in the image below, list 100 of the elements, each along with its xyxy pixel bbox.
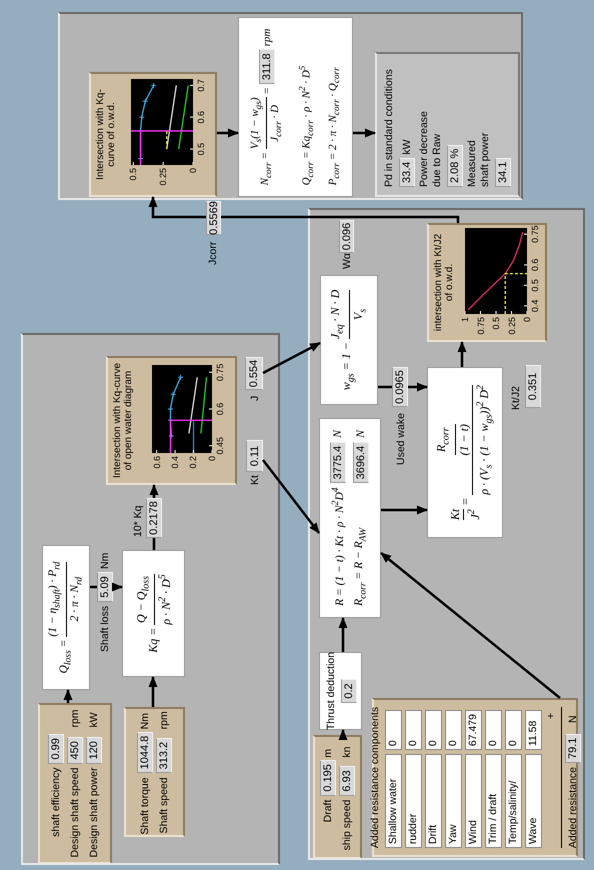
table-cell: Wind [465,754,482,848]
value-display: 311.8 [258,49,275,84]
arrow [458,341,466,367]
field-label: Added resistance [566,767,580,848]
axis-tick-label: 0.6 [152,456,162,471]
value-display: 0.096 [339,220,354,253]
value-display: 0.2 [340,679,356,703]
arrow [408,382,428,392]
value-display: 313.2 [156,738,172,774]
table-cell: Yaw [445,754,462,848]
value-display: 450 [67,737,83,764]
value-display: 34.1 [495,158,511,187]
field-label: 10* Kq [132,505,145,537]
field-label: J [249,396,262,401]
formula-text: N [354,430,368,438]
value-display: 0.195 [320,760,336,796]
value-display: 1044.8 [137,732,153,774]
chart-title: Intersection with Kq-curve of o.w.d. [95,88,117,182]
resistance-table-panel [372,698,578,856]
value-display: 0.11 [246,440,263,472]
field-label: kn [340,746,354,758]
field-label: Kt [249,475,262,485]
table-cell: Shallow water [385,754,402,848]
field-label: Nm [138,712,152,730]
chart-panel [89,72,217,197]
field-label: Pd in standard conditions [383,69,396,187]
formula-box [122,550,185,677]
field-label: Kt/J2 [510,386,523,410]
arrow [112,582,123,592]
parameter-box [319,652,362,730]
axis-tick-label: 0.5 [530,278,540,294]
input-panel [38,703,112,861]
axis-tick-label: 0.75 [530,224,540,245]
axis-tick-label: 0.4 [530,298,540,314]
axis-tick-label: 0.25 [158,168,168,188]
value-display: 3775.4 [330,442,346,484]
axis-tick-label: 0.5 [128,168,138,183]
formula-text: (1 − t) [454,424,472,456]
value-display: 0.0965 [392,367,408,407]
table-cell: 11.58 [525,710,542,750]
arrow [217,128,239,138]
output-panel [375,52,518,197]
input-panel [124,707,185,837]
value-display: 6.93 [339,766,355,796]
field-label: Shaft torque [138,777,152,835]
table-cell: Trim / draft [485,754,502,848]
axis-tick-label: 0.75 [215,362,225,384]
input-panel [313,735,362,856]
axis-tick-label: 0.6 [530,258,540,274]
chart-title: intersection with Kt/J2 of o.w.d. [433,232,455,334]
axis-tick-label: 0 [207,456,217,464]
field-label: m [322,748,334,758]
field-label: kW [88,711,100,728]
axis-tick-label: 0.25 [506,317,516,337]
field-label: Used wake [395,413,408,465]
value-display: 120 [86,737,102,764]
axis-tick-label: 0.75 [476,317,486,337]
arrow [64,689,72,703]
formula-box [319,418,381,618]
value-display: 0.351 [525,365,541,408]
formula-box [42,545,90,690]
arrow [381,506,428,514]
arrow [380,552,561,699]
field-label: Design shaft power [88,768,100,858]
field-label: Thrust deduction [324,652,338,730]
chart-title: Intersection with Kq-curve of open water diagram [112,362,134,479]
group-panel [58,12,523,200]
field-label: Shaft loss [99,606,112,652]
value-display: 33.4 [399,158,415,187]
axis-tick-label: 0 [188,168,198,176]
axis-tick-label: 0.6 [215,402,225,418]
field-label: shaft efficiency [50,768,62,837]
field-label: ship speed [340,800,354,850]
field-label: Draft [322,800,334,822]
field-label: N [566,714,580,723]
formula-text: = [457,498,473,506]
table-cell: Wave [525,754,542,848]
value-display: 0.2178 [146,498,162,538]
value-display: 79.1 [565,734,581,763]
value-display: 5.09 [97,572,113,602]
value-display: 0.554 [245,357,263,390]
table-cell: 0 [505,710,522,750]
table-cell: 0 [385,710,402,750]
value-display: 2.08 % [447,144,463,187]
arrow [150,484,158,498]
field-label: Jcorr [207,242,220,265]
group-panel [308,208,585,860]
formula-text: Kq = [145,628,162,653]
field-label: Power decrease due to Raw [418,110,444,187]
formula-box [320,275,378,405]
formula-text: N [331,430,346,438]
table-cell: 67.479 [465,710,482,750]
value-display: 0.99 [48,734,64,764]
axis-tick-label: 0 [522,317,532,324]
axis-tick-label: 0.5 [196,142,206,158]
table-cell: 0 [445,710,462,750]
arrow [338,617,348,652]
field-label: Wα [341,253,354,269]
axis-tick-label: 1 [460,317,470,324]
axis-tick-label: 0.4 [170,456,180,471]
